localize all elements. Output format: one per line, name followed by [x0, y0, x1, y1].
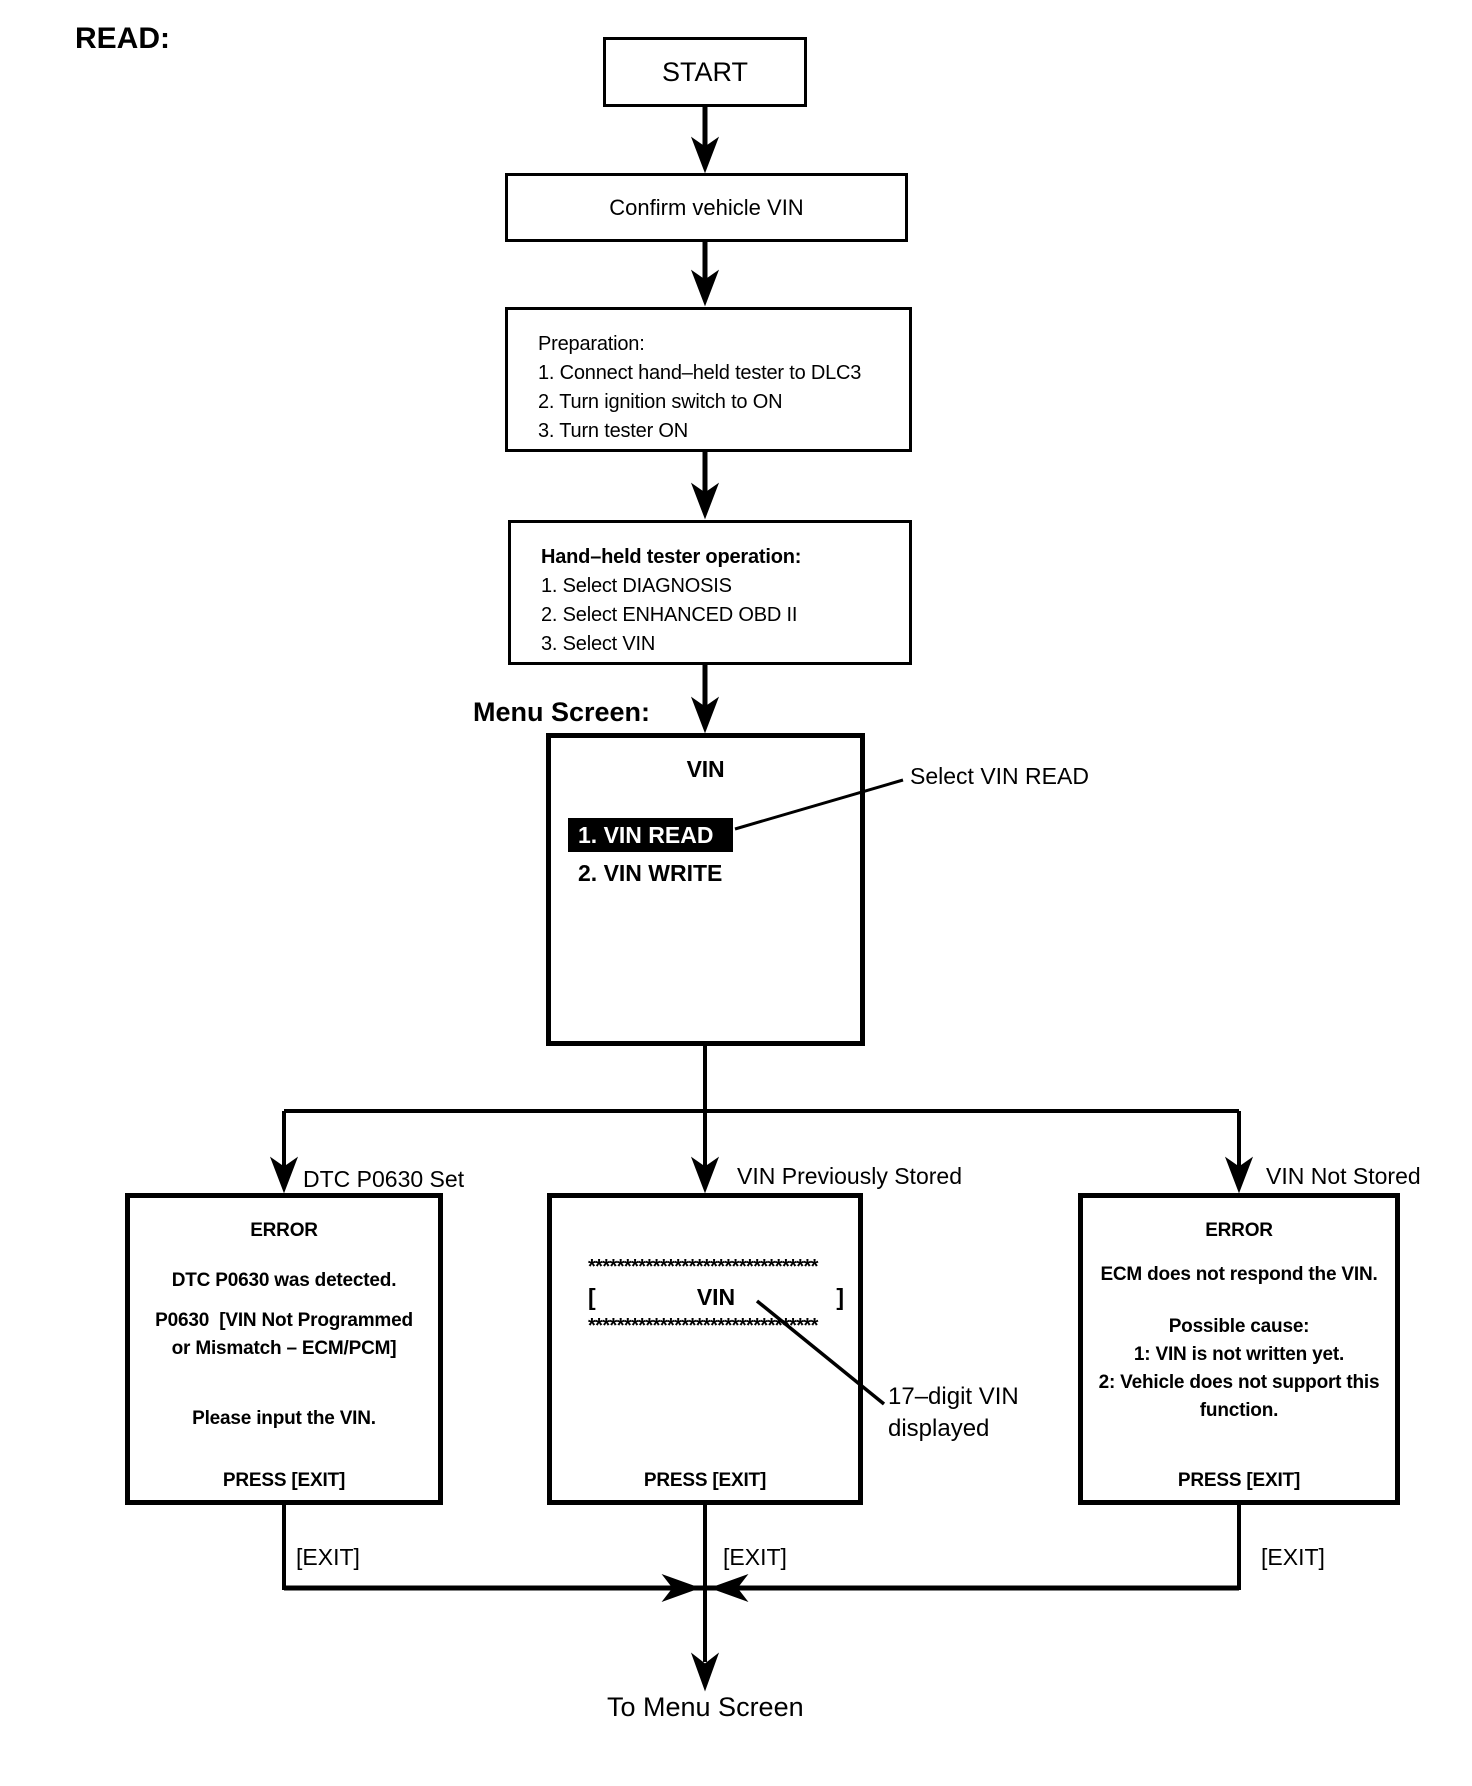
preparation-step-2: 2. Turn ignition switch to ON [538, 391, 783, 413]
node-preparation: Preparation: 1. Connect hand–held tester… [505, 307, 912, 452]
node-confirm-vin: Confirm vehicle VIN [505, 173, 908, 242]
arrowhead-merge-from-left [661, 1573, 701, 1603]
node-tester-operation: Hand–held tester operation: 1. Select DI… [508, 520, 912, 665]
arrowhead-merge-from-right [709, 1573, 749, 1603]
left-error-line1: DTC P0630 was detected. [171, 1270, 397, 1291]
annotation-17-digit-vin-line2: displayed [888, 1415, 990, 1442]
tester-operation-step-3: 3. Select VIN [541, 633, 656, 655]
branch-label-dtc-p0630-set: DTC P0630 Set [303, 1166, 465, 1192]
left-error-title: ERROR [250, 1220, 318, 1241]
arrowhead-preparation-tester [690, 482, 720, 520]
to-menu-screen-label: To Menu Screen [607, 1692, 804, 1722]
right-error-cause1: 1: VIN is not written yet. [1133, 1344, 1345, 1365]
right-error-cause-title: Possible cause: [1168, 1316, 1310, 1337]
node-vin-display: ******************************** [ VIN ]… [547, 1193, 863, 1505]
exit-label-right: [EXIT] [1261, 1544, 1325, 1570]
arrowhead-drop-right [1224, 1156, 1254, 1194]
menu-title: VIN [686, 756, 725, 782]
exit-label-left: [EXIT] [296, 1544, 360, 1570]
preparation-step-3: 3. Turn tester ON [538, 420, 688, 442]
menu-item-vin-write: 2. VIN WRITE [578, 860, 723, 886]
right-error-press-exit: PRESS [EXIT] [1177, 1470, 1301, 1491]
right-error-line1: ECM does not respond the VIN. [1100, 1264, 1378, 1285]
branch-label-vin-previously-stored: VIN Previously Stored [737, 1163, 962, 1189]
arrowhead-start-confirm [690, 136, 720, 174]
vin-display-bracket-open: [ [588, 1284, 596, 1310]
arrowhead-drop-middle [690, 1156, 720, 1194]
annotation-select-vin-read: Select VIN READ [910, 763, 1089, 789]
menu-item-vin-read-label: 1. VIN READ [578, 821, 714, 848]
tester-operation-title: Hand–held tester operation: [541, 546, 802, 568]
vin-display-stars-bottom: ******************************** [588, 1315, 818, 1337]
menu-screen-label: Menu Screen: [473, 697, 651, 727]
right-error-cause2a: 2: Vehicle does not support this [1098, 1372, 1380, 1393]
exit-label-middle: [EXIT] [723, 1544, 787, 1570]
vin-display-vin-label: VIN [696, 1284, 736, 1310]
menu-item-vin-read: 1. VIN READ [568, 818, 733, 852]
left-error-line3: Please input the VIN. [192, 1408, 376, 1429]
annotation-17-digit-vin-line1: 17–digit VIN [888, 1383, 1019, 1410]
vin-display-stars-top: ******************************** [588, 1256, 818, 1278]
left-error-line2a: P0630 [VIN Not Programmed [155, 1310, 413, 1331]
left-error-press-exit: PRESS [EXIT] [222, 1470, 346, 1491]
arrowhead-to-menu-screen [690, 1652, 720, 1692]
preparation-step-1: 1. Connect hand–held tester to DLC3 [538, 362, 862, 384]
preparation-title: Preparation: [538, 333, 645, 355]
branch-label-vin-not-stored: VIN Not Stored [1266, 1163, 1421, 1189]
node-error-dtc-p0630: ERROR DTC P0630 was detected. P0630 [VIN… [125, 1193, 443, 1505]
node-menu-screen: VIN 1. VIN READ 2. VIN WRITE [546, 733, 865, 1046]
tester-operation-step-1: 1. Select DIAGNOSIS [541, 575, 732, 597]
vin-display-bracket-close: ] [836, 1284, 844, 1310]
node-confirm-vin-label: Confirm vehicle VIN [609, 194, 804, 220]
right-error-title: ERROR [1205, 1220, 1273, 1241]
arrowhead-confirm-preparation [690, 269, 720, 307]
page-title: READ: [75, 22, 170, 55]
vin-display-press-exit: PRESS [EXIT] [643, 1470, 767, 1491]
node-start-label: START [661, 56, 748, 87]
left-error-line2b: or Mismatch – ECM/PCM] [171, 1338, 397, 1359]
node-error-no-response: ERROR ECM does not respond the VIN. Poss… [1078, 1193, 1400, 1505]
arrowhead-drop-left [269, 1156, 299, 1194]
tester-operation-step-2: 2. Select ENHANCED OBD II [541, 604, 798, 626]
node-start: START [603, 37, 807, 107]
arrowhead-tester-menu [690, 696, 720, 734]
right-error-cause2b: function. [1199, 1400, 1279, 1421]
